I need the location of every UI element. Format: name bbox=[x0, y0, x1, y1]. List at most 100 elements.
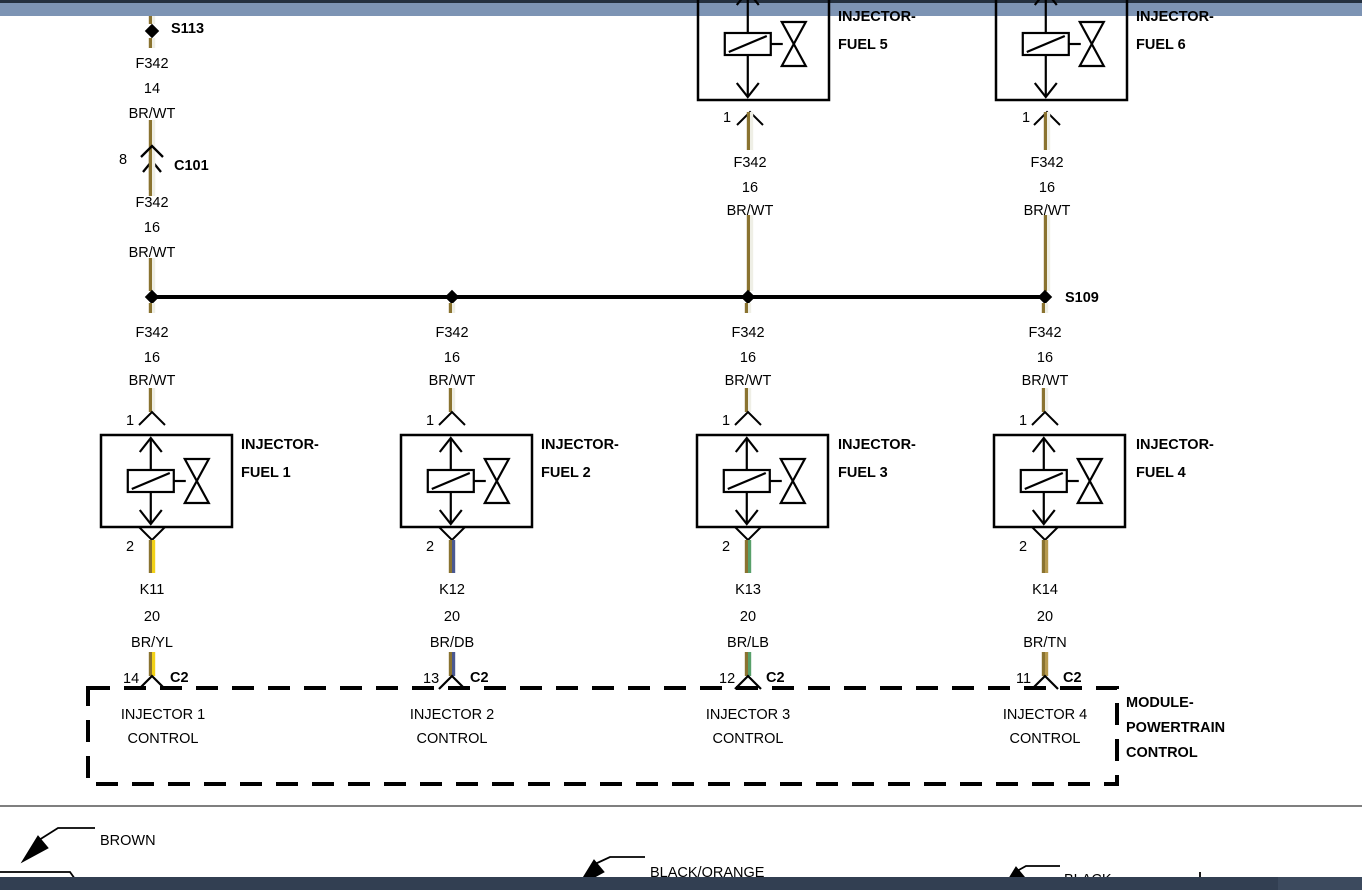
bus-drop-4-circuit: F342 bbox=[1028, 325, 1062, 341]
injector-fuel-3-coil-diagonal bbox=[727, 471, 767, 491]
injector-fuel-2-valve bbox=[482, 457, 511, 505]
injector-fuel-2-coil-diagonal bbox=[431, 471, 471, 491]
injector-fuel-2-pin-bottom: 2 bbox=[426, 539, 435, 555]
injector-fuel-4-arrow-down bbox=[1031, 509, 1056, 526]
injector-fuel-5-label-2: FUEL 5 bbox=[838, 37, 888, 53]
bus-drop-3-color: BR/WT bbox=[724, 373, 772, 389]
wire-gauge-top: 14 bbox=[143, 81, 161, 97]
control-wire-2-circuit: K12 bbox=[439, 582, 465, 598]
module-func-1-line1: INJECTOR 1 bbox=[120, 707, 206, 723]
bus-drop-3-gauge: 16 bbox=[739, 350, 757, 366]
injector-fuel-2-arrow-up bbox=[438, 436, 463, 453]
module-func-4-line2: CONTROL bbox=[1009, 731, 1081, 747]
module-pin-2: 13 bbox=[423, 671, 440, 687]
bus-node-3 bbox=[740, 289, 756, 305]
module-conn-2: C2 bbox=[470, 670, 489, 686]
injector-fuel-4-pin-bottom: 2 bbox=[1019, 539, 1028, 555]
injector-fuel-3-arrow-down bbox=[734, 509, 759, 526]
bus-drop-3-circuit: F342 bbox=[731, 325, 765, 341]
legend-callout-black-orange-leader bbox=[594, 856, 645, 865]
module-conn-1: C2 bbox=[170, 670, 189, 686]
injector-fuel-3-arrow-up bbox=[734, 436, 759, 453]
control-wire-4-circuit: K14 bbox=[1032, 582, 1058, 598]
module-pin-4: 11 bbox=[1016, 671, 1032, 687]
injector-fuel-6-color: BR/WT bbox=[1023, 203, 1071, 219]
module-name-line3: CONTROL bbox=[1126, 745, 1198, 761]
injector-fuel-5-arrow-down bbox=[735, 82, 760, 99]
bus-drop-4-color: BR/WT bbox=[1021, 373, 1069, 389]
connector-cavity-injector-2-pin2 bbox=[438, 526, 466, 542]
injector-fuel-6-arrow-up bbox=[1033, 0, 1058, 6]
bus-drop-4-gauge: 16 bbox=[1036, 350, 1054, 366]
injector-fuel-3-label-2: FUEL 3 bbox=[838, 465, 888, 481]
bus-drop-1-gauge: 16 bbox=[143, 350, 161, 366]
top-bar bbox=[0, 0, 1362, 16]
wire-circuit-top: F342 bbox=[135, 56, 169, 72]
injector-fuel-5-label-1: INJECTOR- bbox=[838, 9, 916, 25]
control-wire-2-gauge: 20 bbox=[443, 609, 461, 625]
injector-fuel-5-gauge: 16 bbox=[741, 180, 759, 196]
injector-fuel-1-pin-bottom: 2 bbox=[126, 539, 135, 555]
injector-fuel-4-arrow-up bbox=[1031, 436, 1056, 453]
connector-c2-2 bbox=[438, 674, 466, 690]
connector-cavity-injector-3-pin1 bbox=[734, 410, 762, 426]
module-func-2-line1: INJECTOR 2 bbox=[409, 707, 495, 723]
injector-fuel-2-label-1: INJECTOR- bbox=[541, 437, 619, 453]
control-wire-1-gauge: 20 bbox=[143, 609, 161, 625]
module-func-3-line2: CONTROL bbox=[712, 731, 784, 747]
control-wire-4-gauge: 20 bbox=[1036, 609, 1054, 625]
injector-fuel-1-arrow-down bbox=[138, 509, 163, 526]
splice-node-s113 bbox=[144, 23, 160, 39]
injector-fuel-5-arrow-up bbox=[735, 0, 760, 6]
wire-gauge-below-c101: 16 bbox=[143, 220, 161, 236]
module-func-3-line1: INJECTOR 3 bbox=[705, 707, 791, 723]
control-wire-4-color: BR/TN bbox=[1023, 635, 1067, 651]
injector-fuel-2-pin-top: 1 bbox=[426, 413, 435, 429]
control-wire-2-color: BR/DB bbox=[429, 635, 475, 651]
control-wire-3-circuit: K13 bbox=[735, 582, 761, 598]
injector-fuel-6-label-1: INJECTOR- bbox=[1136, 9, 1214, 25]
wire-color-below-c101: BR/WT bbox=[128, 245, 176, 261]
bus-node-4 bbox=[1037, 289, 1053, 305]
injector-fuel-2-label-2: FUEL 2 bbox=[541, 465, 591, 481]
control-wire-1-color: BR/YL bbox=[131, 635, 173, 651]
injector-fuel-1-box bbox=[99, 433, 234, 529]
connector-c2-3 bbox=[734, 674, 762, 690]
injector-fuel-4-coil-diagonal bbox=[1024, 471, 1064, 491]
injector-fuel-1-coil-diagonal bbox=[131, 471, 171, 491]
connector-c101-chevron-outer bbox=[140, 144, 164, 158]
connector-cavity-injector-1-pin1 bbox=[138, 410, 166, 426]
module-pin-3: 12 bbox=[719, 671, 736, 687]
injector-fuel-6-label-2: FUEL 6 bbox=[1136, 37, 1186, 53]
injector-fuel-1-label-1: INJECTOR- bbox=[241, 437, 319, 453]
injector-fuel-6-pin: 1 bbox=[1022, 110, 1031, 126]
connector-cavity-injector-3-pin2 bbox=[734, 526, 762, 542]
connector-c2-4 bbox=[1031, 674, 1059, 690]
control-wire-3-color: BR/LB bbox=[727, 635, 769, 651]
injector-fuel-3-box bbox=[695, 433, 830, 529]
bus-node-1 bbox=[144, 289, 160, 305]
connector-cavity-injector-1-pin2 bbox=[138, 526, 166, 542]
module-name-line2: POWERTRAIN bbox=[1126, 720, 1226, 736]
injector-fuel-6-circuit: F342 bbox=[1030, 155, 1064, 171]
injector-fuel-3-label-1: INJECTOR- bbox=[838, 437, 916, 453]
module-func-2-line2: CONTROL bbox=[416, 731, 488, 747]
legend-callout-black-leader bbox=[1016, 865, 1060, 872]
injector-fuel-5-box bbox=[696, 0, 831, 102]
splice-label-s109: S109 bbox=[1065, 290, 1099, 306]
connector-label-c101: C101 bbox=[174, 158, 209, 174]
injector-fuel-2-box bbox=[399, 433, 534, 529]
control-wire-1-circuit: K11 bbox=[139, 582, 165, 598]
injector-fuel-5-pin: 1 bbox=[723, 110, 732, 126]
injector-fuel-4-box bbox=[992, 433, 1127, 529]
module-func-4-line1: INJECTOR 4 bbox=[1002, 707, 1088, 723]
injector-fuel-6-arrow-down bbox=[1033, 82, 1058, 99]
wire-circuit-below-c101: F342 bbox=[135, 195, 169, 211]
injector-fuel-1-arrow-up bbox=[138, 436, 163, 453]
injector-fuel-2-arrow-down bbox=[438, 509, 463, 526]
injector-fuel-6-coil-diagonal bbox=[1026, 34, 1066, 54]
wire-color-top: BR/WT bbox=[128, 106, 176, 122]
module-conn-3: C2 bbox=[766, 670, 785, 686]
legend-label-brown: BROWN bbox=[100, 833, 156, 849]
